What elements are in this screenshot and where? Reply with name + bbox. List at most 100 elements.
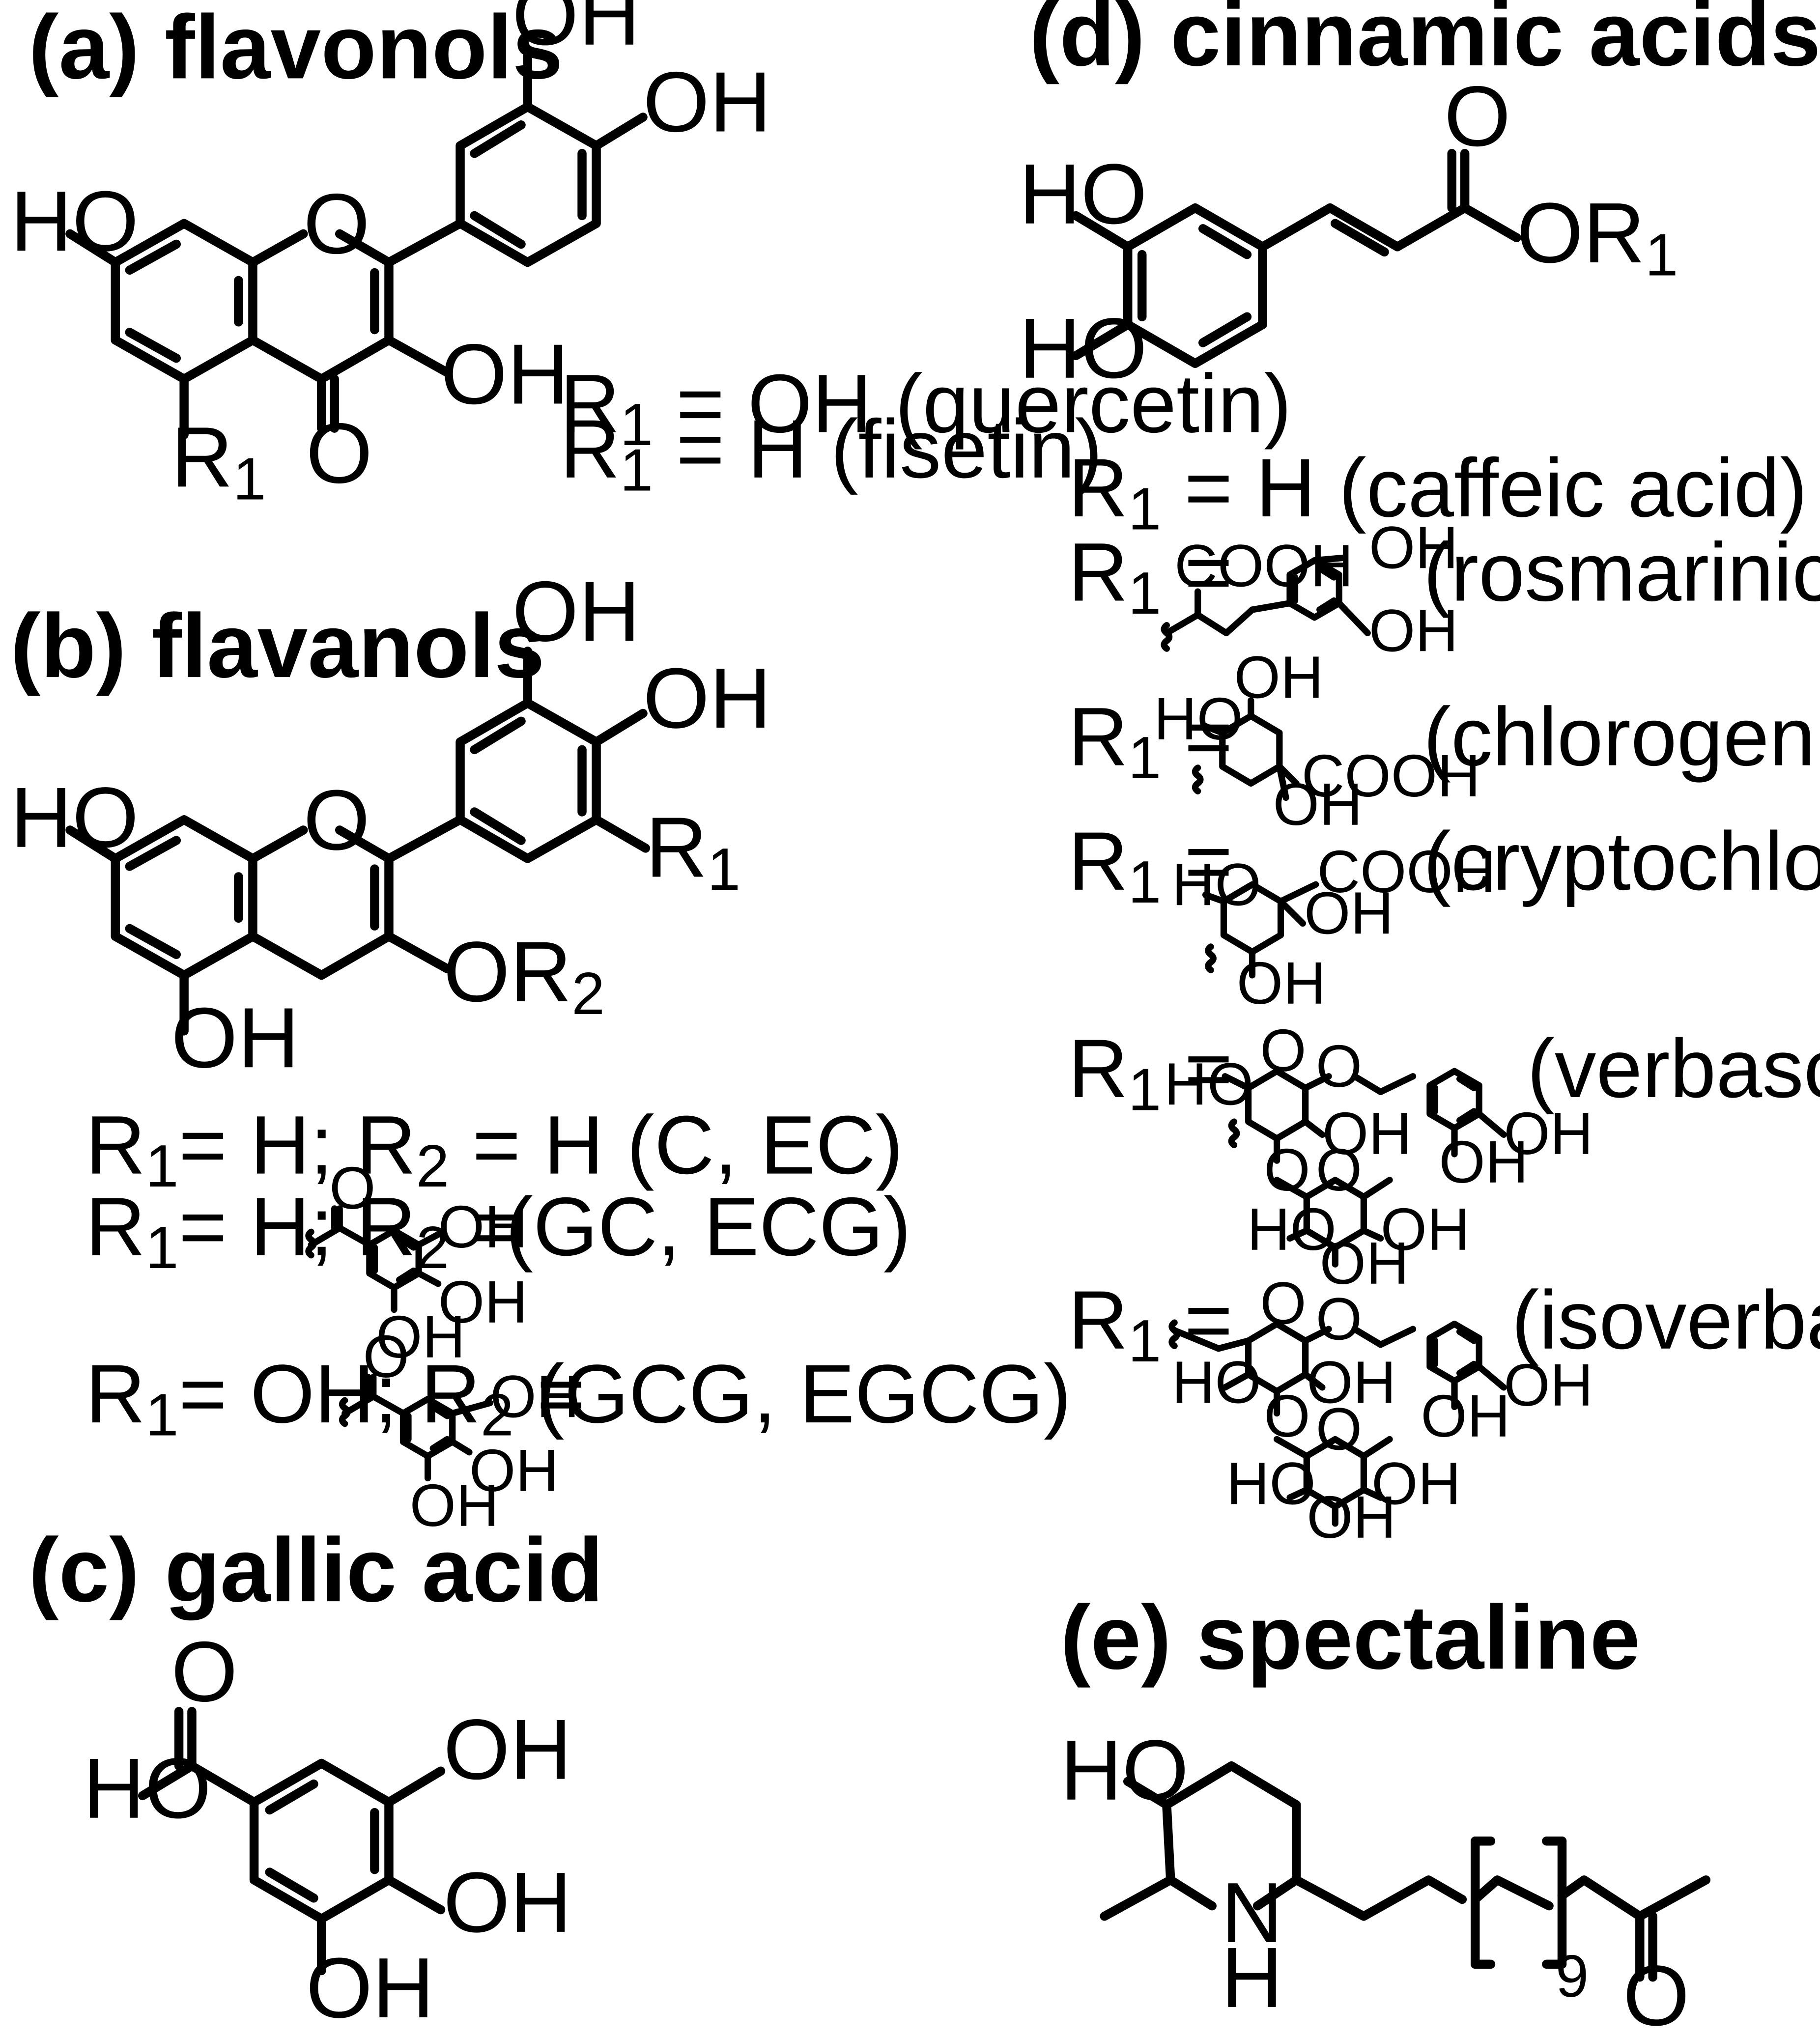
oh-label: OH xyxy=(441,326,569,422)
panel-a-flavonols: (a) flavonols O OH OH HO OH O R1 R1 = OH… xyxy=(10,0,1292,512)
glycosidic-oxygen: O xyxy=(1316,1033,1362,1100)
flavonol-structure: O OH OH HO OH O R1 xyxy=(10,0,771,512)
carbonyl-oxygen: O xyxy=(329,1155,375,1221)
oh-label: OH xyxy=(1273,771,1363,838)
ho-label: HO xyxy=(1172,851,1261,918)
oh-label: OH xyxy=(512,0,640,63)
oh-label: OH xyxy=(469,1437,559,1504)
repeat-count: 9 xyxy=(1556,1943,1589,2009)
quinic-substituent: OH HO COOH OH xyxy=(1154,644,1480,838)
rosmarinic-substituent: COOH OH OH xyxy=(1164,514,1458,664)
oh-label: OH xyxy=(1504,1100,1593,1167)
oh-label: OH xyxy=(1307,1484,1396,1551)
panel-e-heading: (e) spectaline xyxy=(1060,1587,1640,1688)
oh-label: OH xyxy=(306,1940,434,2036)
legend-fisetin: R1 = H (fisetin) xyxy=(560,402,1103,503)
legend-quercetin: R1 = OH (quercetin) xyxy=(560,357,1292,458)
oh-label: OH xyxy=(1439,1129,1528,1195)
oh-label: OH xyxy=(1381,1196,1470,1263)
oh-label: OH xyxy=(1322,1100,1412,1167)
ring-oxygen: O xyxy=(1260,1017,1306,1084)
ho-label: HO xyxy=(1164,1051,1253,1118)
nitrogen-hydrogen-label: H xyxy=(1221,1929,1283,2025)
flavanol-row-c-ec: R1= H; R2 = H (C, EC) xyxy=(85,1099,903,1199)
panel-b-flavanols: (b) flavanols O OH OH HO R1 OR2 OH R1= H… xyxy=(10,563,1071,1539)
ho-label: HO xyxy=(10,173,139,269)
oh-label: OH xyxy=(490,1363,579,1430)
ring-oxygen: O xyxy=(303,175,370,271)
r1-label: R1 xyxy=(646,799,740,902)
carbonyl-oxygen: O xyxy=(1623,1948,1689,2036)
panel-c-gallic-acid: (c) gallic acid O HO OH OH OH xyxy=(28,1520,603,2036)
oh-label: OH xyxy=(1371,1450,1461,1517)
spectaline-structure: HO N H 9 O xyxy=(1060,1722,1711,2036)
name-rosmarinic-acid: (rosmarinic acid) xyxy=(1423,526,1820,619)
panel-b-heading: (b) flavanols xyxy=(10,595,545,697)
ring-oxygen: O xyxy=(1316,1396,1362,1463)
oh-label: OH xyxy=(376,1303,465,1370)
flavanol-structure: O OH OH HO R1 OR2 OH xyxy=(10,563,771,1085)
carbonyl-oxygen: O xyxy=(171,1623,237,1719)
ho-label: HO xyxy=(10,769,139,865)
glycosidic-oxygen: O xyxy=(1264,1383,1310,1449)
galloyl-group: O OH OH OH xyxy=(342,1323,579,1539)
oh-label: OH xyxy=(1369,597,1458,664)
glycosidic-oxygen: O xyxy=(1316,1285,1362,1352)
ho-label: HO xyxy=(1019,300,1147,396)
oh-label: OH xyxy=(643,54,771,149)
oh-label: OH xyxy=(1307,1349,1396,1416)
oh-label: OH xyxy=(643,650,771,746)
gallic-acid-structure: O HO OH OH OH xyxy=(83,1623,572,2036)
entry-cryptochlorogenic-acid: R1 = xyxy=(1068,815,1233,915)
oh-label: OH xyxy=(1504,1352,1593,1418)
oh-label: OH xyxy=(1234,644,1324,710)
name-verbascoside: (verbascoside) xyxy=(1527,1022,1820,1115)
flavanol-row-gcg-egcg: R1= OH; R2 = xyxy=(85,1347,585,1448)
name-isoverbascoside: (isoverbascoside) xyxy=(1511,1273,1820,1366)
oh-label: OH xyxy=(1304,880,1393,947)
oh-label: OH xyxy=(438,1193,528,1260)
panel-d-cinnamic-acids: (d) cinnamic acids O OR1 HO HO R1 = H (c… xyxy=(1019,0,1820,1551)
cooh-label: COOH xyxy=(1302,742,1480,809)
oh-label: OH xyxy=(443,1701,571,1797)
oh-label: OH xyxy=(171,990,299,1085)
galloyl-group: O OH OH OH xyxy=(309,1155,528,1370)
quinic-substituent: COOH OH HO OH xyxy=(1172,838,1496,1017)
verbascoside-substituent: O O HO OH OH OH O O HO OH OH xyxy=(1164,1017,1593,1297)
panel-e-spectaline: (e) spectaline HO N H 9 O xyxy=(1060,1587,1711,2036)
isoverbascoside-substituent: O O HO OH OH OH O O HO OH OH xyxy=(1172,1270,1593,1551)
ho-label: HO xyxy=(1172,1349,1261,1416)
oh-label: OH xyxy=(1369,514,1458,581)
panel-a-heading: (a) flavonols xyxy=(28,0,563,98)
carbonyl-oxygen: O xyxy=(363,1323,409,1390)
ring-oxygen: O xyxy=(303,772,370,868)
glycosidic-oxygen: O xyxy=(1264,1136,1310,1203)
entry-isoverbascoside: R1 = xyxy=(1068,1273,1233,1374)
oh-label: OH xyxy=(1421,1383,1510,1449)
compounds-gcg-egcg: (GCG, EGCG) xyxy=(537,1347,1071,1440)
or2-label: OR2 xyxy=(443,924,605,1027)
panel-d-heading: (d) cinnamic acids xyxy=(1029,0,1820,85)
entry-verbascoside: R1 = xyxy=(1068,1022,1233,1123)
ring-oxygen: O xyxy=(1260,1270,1306,1337)
nitrogen-label: N xyxy=(1221,1865,1283,1960)
oh-label: OH xyxy=(410,1472,499,1539)
ho-label: HO xyxy=(1019,146,1147,242)
ho-label: HO xyxy=(1154,685,1243,752)
keto-oxygen: O xyxy=(306,405,372,501)
oh-label: OH xyxy=(443,1854,571,1950)
or1-label: OR1 xyxy=(1517,185,1678,288)
oh-label: OH xyxy=(438,1269,528,1335)
panel-c-heading: (c) gallic acid xyxy=(28,1520,603,1621)
ho-label: HO xyxy=(83,1740,211,1836)
ring-oxygen: O xyxy=(1316,1136,1362,1203)
cooh-label: COOH xyxy=(1317,838,1496,905)
cinnamic-acid-structure: O OR1 HO HO xyxy=(1019,68,1678,396)
ho-label: HO xyxy=(1060,1722,1189,1818)
ho-label: HO xyxy=(1247,1196,1337,1263)
oh-label: OH xyxy=(1320,1230,1409,1297)
carbonyl-oxygen: O xyxy=(1444,68,1510,164)
r1-label: R1 xyxy=(171,409,266,512)
entry-caffeic-acid: R1 = H (caffeic acid) xyxy=(1068,441,1808,542)
